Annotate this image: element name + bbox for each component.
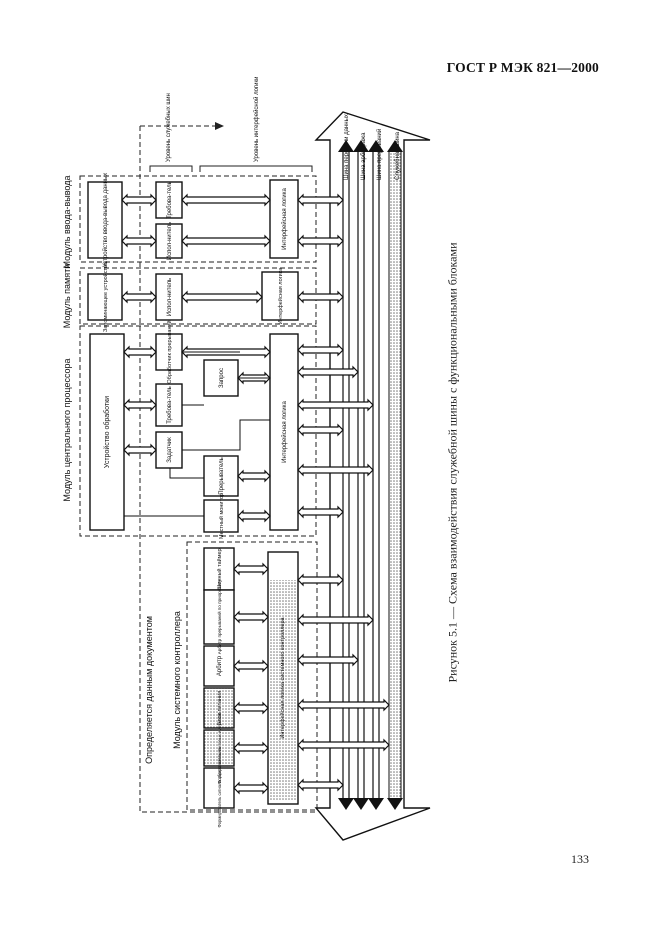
connection-arrow xyxy=(297,343,344,357)
cpu-device-block xyxy=(89,333,125,531)
sc-interface-label: Интерфейсная логика системного контролле… xyxy=(279,616,286,738)
connection-arrow xyxy=(233,610,269,624)
memory-interface-block xyxy=(261,271,299,321)
cpu-local-monitor-block xyxy=(203,499,239,533)
bus-arrowheads xyxy=(338,140,403,810)
connection-arrow xyxy=(297,505,344,519)
connection-arrow xyxy=(297,613,374,627)
cpu-module-title: Модуль центрального процессора xyxy=(62,358,72,501)
connection-arrow xyxy=(121,290,157,304)
connection-arrow xyxy=(297,573,344,587)
access-level-label: Уровень интерфейсной логики xyxy=(253,76,260,162)
bus-lines xyxy=(342,150,380,800)
system-controller-outline xyxy=(186,541,318,811)
bus-arbitration-label: Шина арбитража xyxy=(361,132,367,180)
connection-arrow xyxy=(297,193,344,207)
connection-arrow xyxy=(233,701,269,715)
connection-arrows xyxy=(121,193,390,795)
io-interface-label: Интерфейсная логика xyxy=(281,187,288,249)
bus-utility-label: Служебная шина xyxy=(395,131,401,180)
system-controller-title: Модуль системного контроллера xyxy=(172,611,182,749)
sc-arbiter-block xyxy=(203,645,235,687)
bus-data-transfer-label: Шина передачи данных xyxy=(344,114,350,180)
sc-power-label: Блок питания xyxy=(217,691,223,725)
connection-arrow xyxy=(233,741,269,755)
bus-interrupt-label: Шина прерываний xyxy=(376,129,383,180)
cpu-interface-label: Интерфейсная логика xyxy=(281,400,288,462)
connection-arrow xyxy=(297,738,390,752)
cpu-interface-block xyxy=(269,333,299,531)
connection-arrow xyxy=(121,193,157,207)
connection-arrow xyxy=(181,193,271,207)
connection-arrow xyxy=(297,463,374,477)
connection-arrow xyxy=(233,659,269,673)
io-module-title: Модуль ввода-вывода xyxy=(62,176,72,269)
utility-bus-band xyxy=(388,149,402,801)
cpu-device-label: Устройство обработки xyxy=(103,396,111,468)
cpu-request-block xyxy=(203,359,239,397)
memory-executor-label: Испол-нитель xyxy=(167,278,173,316)
memory-module-title: Модуль памяти xyxy=(62,264,72,329)
cpu-interrupt-block xyxy=(203,455,239,497)
cpu-internal-lines xyxy=(124,351,270,517)
connection-arrow xyxy=(123,443,157,457)
sc-arbiter-label: Арбитр xyxy=(217,655,223,676)
connection-arrow xyxy=(181,234,271,248)
memory-device-block xyxy=(87,273,123,321)
document-header: ГОСТ Р МЭК 821—2000 xyxy=(446,60,599,75)
connection-arrow xyxy=(123,345,157,359)
cpu-local-monitor-label: Местный монитор xyxy=(218,493,225,539)
connection-arrow xyxy=(233,562,269,576)
connection-arrow xyxy=(121,234,157,248)
sc-reset-driver-block xyxy=(203,767,235,809)
io-interface-block xyxy=(269,179,299,259)
sc-bus-timer-label: Шинный таймер xyxy=(216,548,223,589)
io-requester-label: Требова-тель xyxy=(167,181,173,219)
connection-arrow xyxy=(237,469,271,483)
connection-arrow xyxy=(233,781,269,795)
document-scope-arrowhead xyxy=(215,122,224,130)
connection-arrow xyxy=(297,423,344,437)
memory-interface-label: Интерфейсная логика xyxy=(277,267,284,325)
sc-arbiter-priority-label: Арбитр прерываний по приоритету xyxy=(216,579,222,654)
connection-arrow xyxy=(297,234,344,248)
io-module-outline xyxy=(79,175,317,263)
memory-executor-block xyxy=(155,273,183,321)
cpu-interrupter-label: Задатчик xyxy=(167,437,173,463)
page-number: 133 xyxy=(571,852,589,866)
connection-arrow xyxy=(297,653,359,667)
service-level-label: Уровень служебных шин xyxy=(166,93,172,162)
sc-clock-driver-label: Формирователь тактовых импульсов xyxy=(217,711,222,783)
cpu-interrupt-label: Прерыватель xyxy=(219,457,225,494)
connection-arrow xyxy=(297,778,344,792)
connection-arrow xyxy=(181,290,263,304)
cpu-requester-label: Требова-тель xyxy=(167,386,173,424)
connection-arrow xyxy=(123,398,157,412)
cpu-interrupt-handler-label: Обработчик прерываний xyxy=(166,320,173,383)
connection-arrow xyxy=(297,698,390,712)
io-executor-label: Испол-нитель xyxy=(167,222,173,260)
memory-device-label: Запоминающее устройство xyxy=(102,262,109,332)
connection-arrow xyxy=(297,290,344,304)
sc-interface-shading xyxy=(269,580,297,800)
cpu-request-label: Запрос xyxy=(219,368,225,388)
service-level-bracket xyxy=(149,165,193,172)
figure-caption: Рисунок 5.1 — Схема взаимодействия служе… xyxy=(445,242,460,683)
connection-arrow xyxy=(237,509,271,523)
connection-arrow xyxy=(297,398,374,412)
cpu-interrupter-block xyxy=(155,431,183,469)
access-level-bracket xyxy=(199,165,313,172)
io-device-block xyxy=(87,181,123,259)
connection-arrow xyxy=(297,365,359,379)
sc-reset-driver-label: Формирователь сигнала сброса питания xyxy=(217,749,222,828)
doc-note-label: Определяется данным документом xyxy=(144,616,154,764)
io-device-label: Устройство ввода-вывода данных xyxy=(102,173,109,268)
